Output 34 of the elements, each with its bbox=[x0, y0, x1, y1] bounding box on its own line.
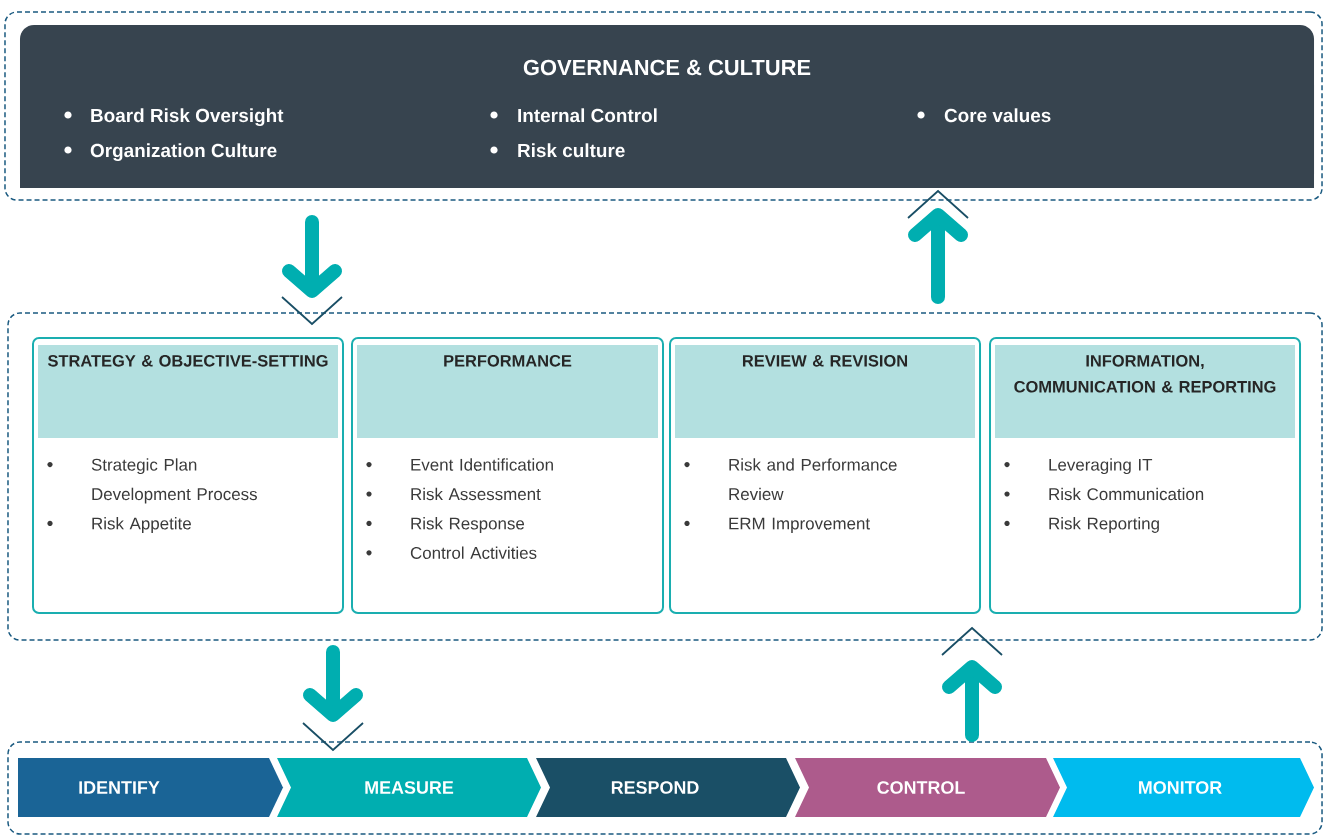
bullet-item: Board Risk Oversight bbox=[64, 108, 284, 126]
bullet-item: Risk Response bbox=[366, 517, 525, 533]
bullet-item: Risk Appetite bbox=[47, 517, 191, 533]
card-header: REVIEW & REVISION bbox=[675, 345, 975, 438]
card bbox=[669, 337, 981, 614]
card-header: PERFORMANCE bbox=[357, 345, 658, 438]
bullet-item: Risk and Performance Review bbox=[684, 458, 897, 501]
process-step: MEASURE bbox=[277, 758, 541, 817]
card-header: STRATEGY & OBJECTIVE-SETTING bbox=[38, 345, 338, 438]
bullet-item: ERM Improvement bbox=[684, 517, 870, 533]
card bbox=[989, 337, 1301, 614]
bullet-item: Event Identification bbox=[366, 458, 553, 471]
panel-title: GOVERNANCE & CULTURE bbox=[523, 59, 811, 76]
process-step: IDENTIFY bbox=[18, 758, 283, 817]
bullet-item: Strategic Plan Development Process bbox=[47, 458, 257, 504]
bullet-item: Core values bbox=[917, 108, 1051, 123]
process-step: MONITOR bbox=[1053, 758, 1314, 817]
card bbox=[32, 337, 344, 614]
bullet-item: Internal Control bbox=[490, 108, 657, 123]
bullet-item: Leveraging IT bbox=[1004, 458, 1153, 475]
process-step: CONTROL bbox=[795, 758, 1060, 817]
dashed-frame bbox=[7, 741, 1323, 835]
dashed-frame bbox=[7, 312, 1323, 641]
governance-panel bbox=[20, 25, 1315, 188]
process-step: RESPOND bbox=[536, 758, 800, 817]
dashed-frame bbox=[4, 11, 1323, 201]
bullet-item: Risk Assessment bbox=[366, 487, 541, 501]
bullet-item: Risk culture bbox=[490, 143, 625, 158]
bullet-item: Control Activities bbox=[366, 546, 537, 559]
bullet-item: Risk Reporting bbox=[1004, 517, 1159, 533]
card-header: INFORMATION, COMMUNICATION & REPORTING bbox=[995, 345, 1295, 438]
bullet-item: Organization Culture bbox=[64, 143, 277, 161]
card bbox=[351, 337, 664, 614]
bullet-item: Risk Communication bbox=[1004, 487, 1204, 501]
